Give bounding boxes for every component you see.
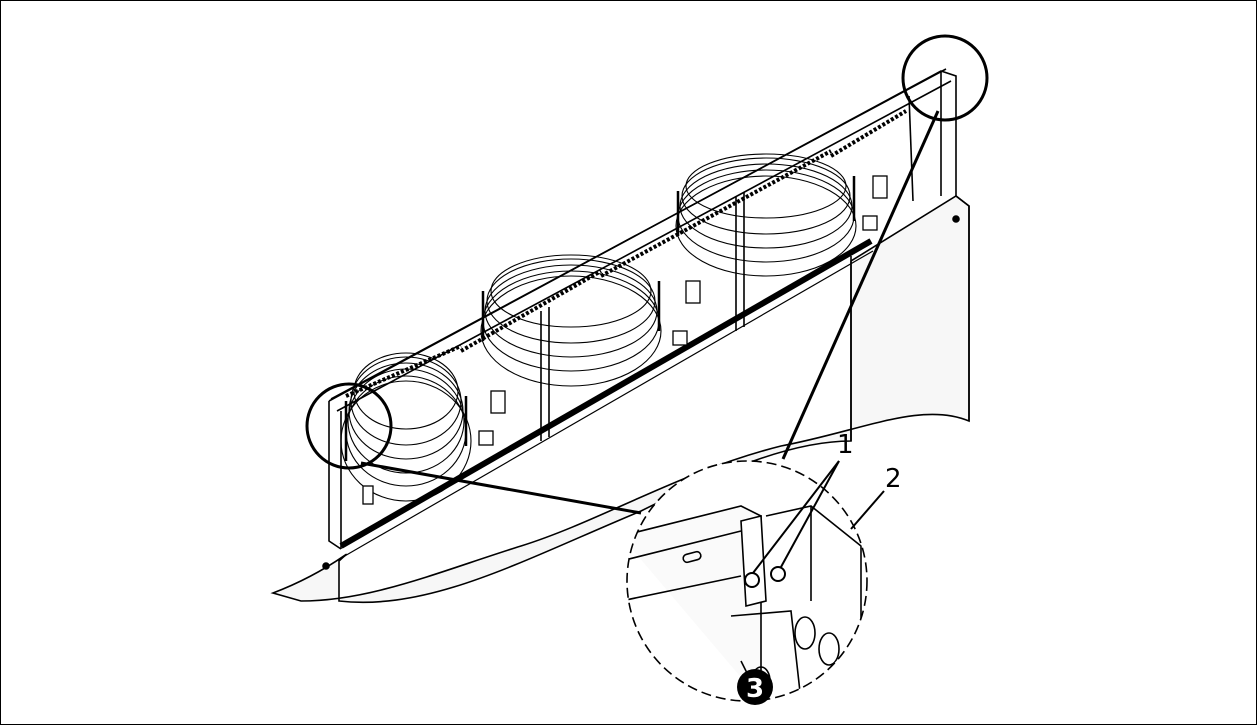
callout-1: 1 xyxy=(837,430,854,460)
callout-3: 3 xyxy=(746,674,764,704)
callout-3-badge: 3 xyxy=(737,669,773,705)
fan-middle xyxy=(480,254,662,387)
callout-leaders xyxy=(752,460,885,574)
bolt-a xyxy=(744,572,760,588)
fan-right xyxy=(675,153,857,277)
highlight-circle-right xyxy=(901,34,989,122)
callout-2: 2 xyxy=(885,464,902,494)
bolt-b xyxy=(770,566,786,582)
mounting-brackets xyxy=(362,175,888,505)
coil-fins-top xyxy=(345,109,908,398)
highlight-circle-left xyxy=(305,382,393,470)
detail-leaders xyxy=(360,110,940,515)
unit-housing xyxy=(270,195,970,604)
